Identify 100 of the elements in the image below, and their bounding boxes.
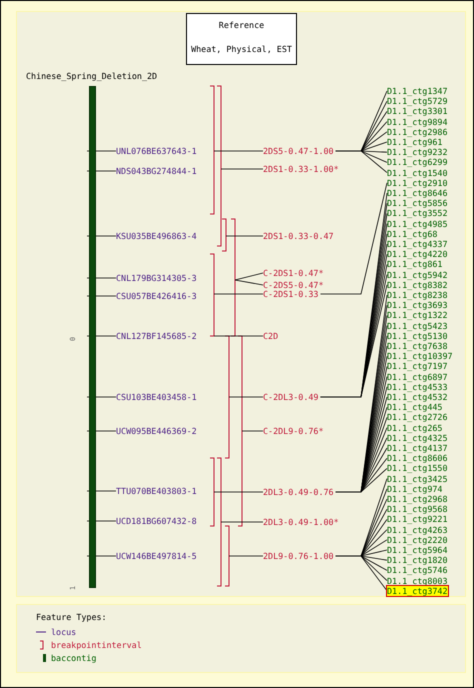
interval-label: 2DS5-0.47-1.00 [263, 146, 334, 156]
correspondence-line [335, 468, 388, 492]
interval-bracket [216, 86, 222, 246]
contig-label: D1.1_ctg4533 [387, 382, 448, 392]
locus-label: CNL179BG314305-3 [116, 273, 197, 283]
locus-label: KSU035BE496863-4 [116, 231, 197, 241]
contig-label: D1.1_ctg1550 [387, 463, 448, 474]
contig-label: D1.1_ctg265 [387, 422, 442, 433]
contig-label: D1.1_ctg10397 [387, 351, 453, 362]
leader-line [234, 272, 264, 280]
contig-label: D1.1_ctg6897 [387, 372, 448, 382]
contig-label: D1.1_ctg2986 [387, 126, 448, 137]
contig-label: D1.1_ctg9894 [387, 116, 448, 127]
locus-label: UNL076BE637643-1 [116, 146, 197, 156]
interval-bracket [230, 218, 236, 336]
interval-bracket [210, 86, 214, 214]
leader-line [234, 280, 264, 286]
contig-label: D1.1_ctg5856 [387, 198, 448, 208]
legend-title: Feature Types: [36, 612, 107, 622]
map-title: Chinese_Spring_Deletion_2D [26, 71, 158, 81]
contig-label: D1.1_ctg5942 [387, 270, 448, 280]
contig-label: D1.1_ctg5130 [387, 330, 448, 341]
contig-label: D1.1_ctg1322 [387, 310, 448, 320]
contig-label: D1.1_ctg3693 [387, 300, 448, 310]
correspondence-line [335, 556, 388, 592]
locus-label: UCD181BG607432-8 [116, 516, 197, 526]
locus-label: UCW095BE446369-2 [116, 426, 197, 436]
contig-label: D1.1_ctg961 [387, 137, 442, 147]
contig-label: D1.1_ctg2910 [387, 178, 448, 188]
contig-label: D1.1_ctg5729 [387, 96, 448, 106]
interval-bracket [238, 336, 242, 526]
reference-box [186, 13, 297, 65]
contig-label: D1.1_ctg4337 [387, 239, 448, 249]
locus-label: CSU103BE403458-1 [116, 392, 197, 402]
leader-line [242, 430, 264, 432]
leader-line [214, 150, 264, 152]
box-title: Reference [218, 20, 266, 30]
interval-label: C-2DS1-0.47* [263, 268, 324, 278]
interval-label: C-2DL9-0.76* [263, 426, 324, 436]
legend-label: locus [51, 627, 76, 637]
contig-label: D1.1_ctg4220 [387, 249, 448, 260]
interval-label: C-2DS5-0.47* [263, 280, 324, 290]
contig-label: D1.1_ctg4325 [387, 432, 448, 443]
contig-label: D1.1_ctg2726 [387, 412, 448, 422]
contig-label: D1.1_ctg4985 [387, 218, 448, 229]
interval-label: 2DS1-0.33-1.00* [263, 164, 339, 174]
interval-label: 2DL9-0.76-1.00 [263, 551, 334, 561]
contig-label: D1.1_ctg5746 [387, 565, 448, 576]
contig-label: D1.1_ctg2220 [387, 534, 448, 545]
contig-label: D1.1_ctg8238 [387, 290, 448, 300]
contig-label: D1.1_ctg3301 [387, 106, 448, 116]
contig-label: D1.1_ctg8606 [387, 453, 448, 464]
interval-bracket [224, 336, 230, 458]
interval-label: 2DL3-0.49-1.00* [263, 517, 339, 527]
locus-label: CNL127BF145685-2 [116, 331, 197, 341]
interval-bracket [216, 458, 222, 586]
box-subtitle: Wheat, Physical, EST [190, 44, 293, 54]
contig-label: D1.1_ctg9568 [387, 504, 448, 514]
locus-label: CSU057BE426416-3 [116, 291, 197, 301]
contig-label: D1.1_ctg8003 [387, 576, 448, 586]
legend-label: baccontig [51, 653, 96, 663]
contig-label: D1.1_ctg2968 [387, 494, 448, 504]
correspondence-line [320, 182, 388, 294]
contig-label: D1.1_ctg6299 [387, 157, 448, 168]
contig-label: D1.1_ctg8382 [387, 280, 448, 290]
interval-bracket [210, 458, 214, 526]
interval-label: C2D [263, 331, 278, 341]
contig-label: D1.1_ctg5964 [387, 545, 448, 555]
contig-label: D1.1_ctg974 [387, 484, 442, 494]
contig-label: D1.1_ctg4137 [387, 443, 448, 453]
interval-bracket [210, 254, 214, 336]
contig-label: D1.1_ctg9221 [387, 514, 448, 524]
locus-label: NDS043BG274844-1 [116, 166, 197, 176]
contig-label: D1.1_ctg5423 [387, 320, 448, 331]
interval-label: 2DL3-0.49-0.76 [263, 487, 334, 497]
interval-label: C-2DL3-0.49 [263, 392, 318, 402]
locus-label: TTU070BE403803-1 [116, 486, 197, 496]
contig-label: D1.1_ctg3742 [387, 586, 448, 596]
contig-label: D1.1_ctg68 [387, 228, 438, 239]
contig-label: D1.1_ctg1540 [387, 168, 448, 178]
interval-bracket [222, 218, 226, 252]
locus-label: UCW146BE497814-5 [116, 551, 197, 561]
legend-label: breakpointinterval [51, 640, 142, 650]
interval-label: 2DS1-0.33-0.47 [263, 231, 334, 241]
contig-label: D1.1_ctg445 [387, 402, 442, 412]
contig-label: D1.1_ctg1347 [387, 86, 448, 96]
contig-label: D1.1_ctg8646 [387, 188, 448, 198]
contig-label: D1.1_ctg1820 [387, 555, 448, 566]
contig-label: D1.1_ctg7638 [387, 341, 448, 351]
contig-label: D1.1_ctg9232 [387, 147, 448, 158]
contig-label: D1.1_ctg4532 [387, 392, 448, 402]
contig-label: D1.1_ctg4263 [387, 524, 448, 535]
interval-bracket [224, 526, 230, 586]
contig-label: D1.1_ctg861 [387, 259, 442, 270]
interval-label: C-2DS1-0.33 [263, 289, 318, 299]
leader-line [220, 168, 264, 170]
contig-label: D1.1_ctg7197 [387, 361, 448, 372]
leader-line [228, 396, 264, 398]
contig-label: D1.1_ctg3552 [387, 208, 448, 218]
contig-label: D1.1_ctg3425 [387, 474, 448, 484]
